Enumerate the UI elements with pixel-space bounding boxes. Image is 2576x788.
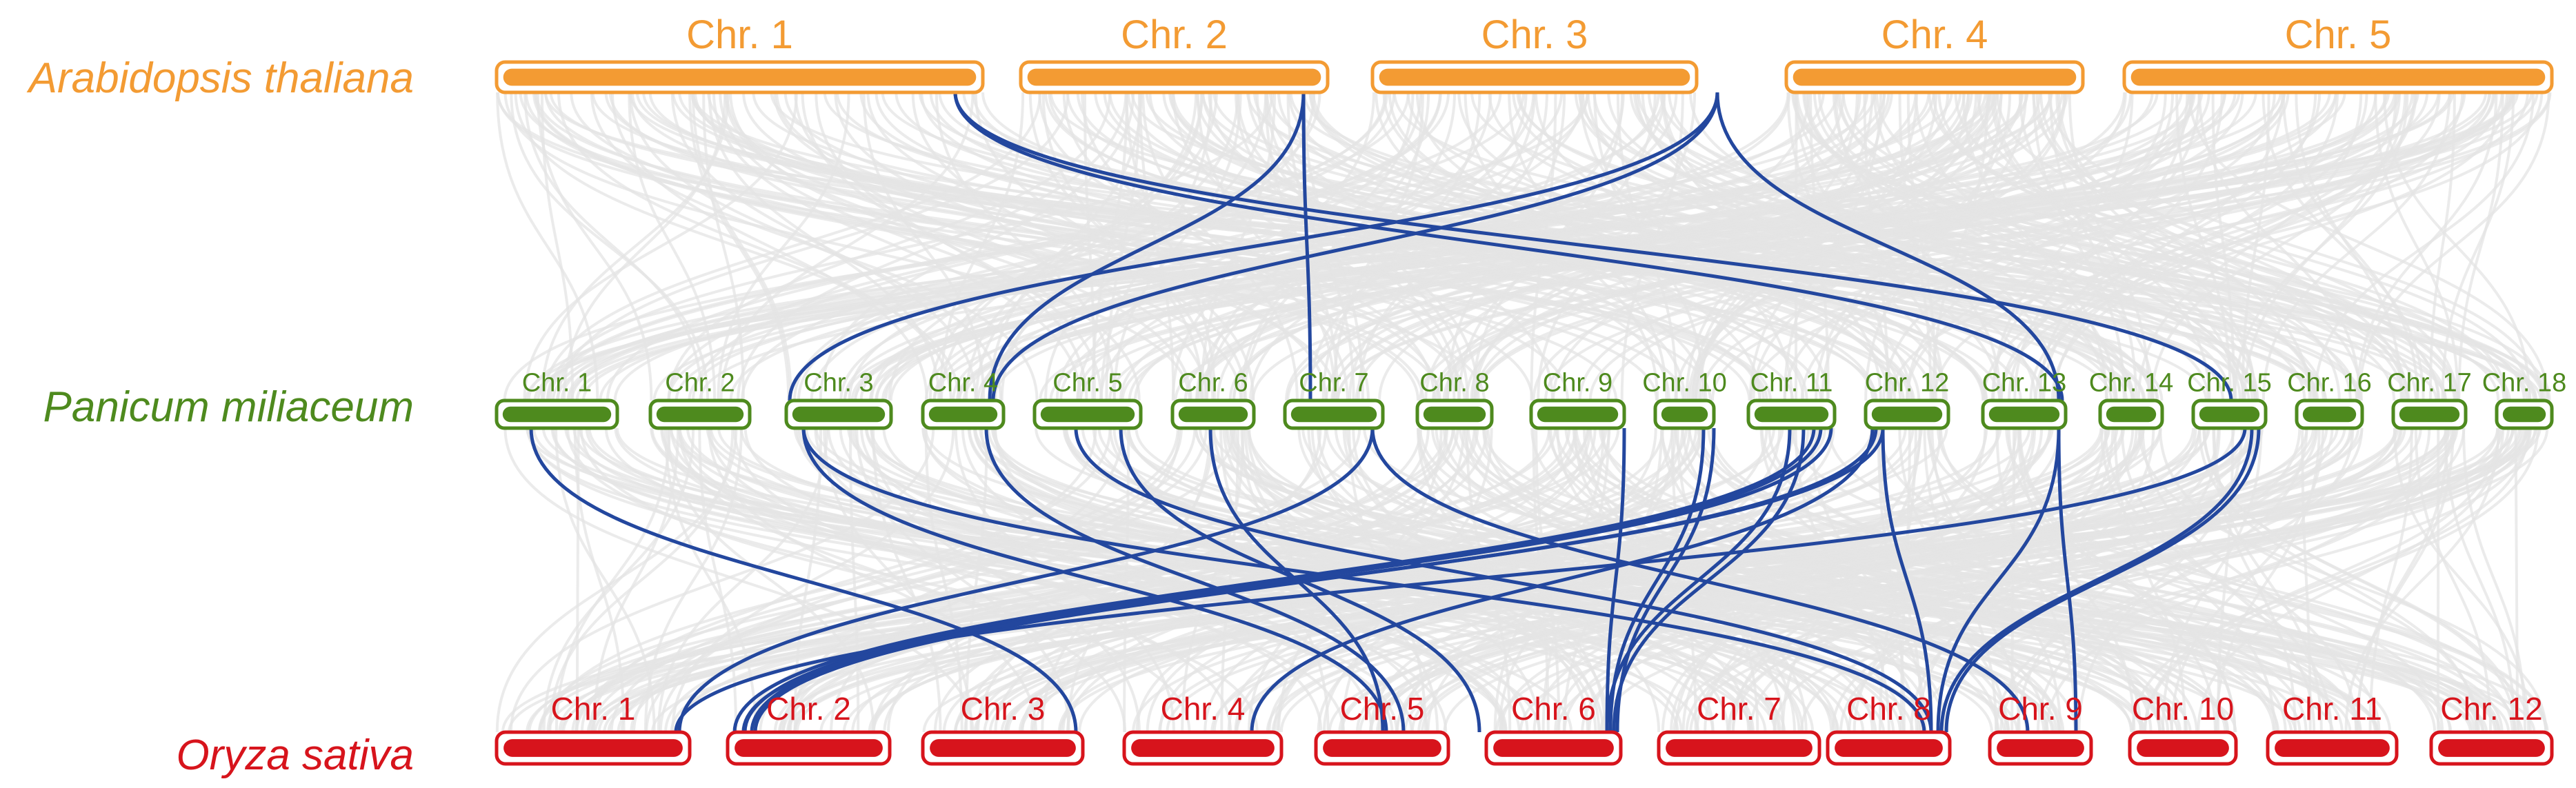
arabidopsis-chromosome-label-2: Chr. 2 [1121,12,1228,57]
arabidopsis-chromosome-label-1: Chr. 1 [686,12,793,57]
panicum-chromosome-label-3: Chr. 3 [803,369,873,398]
oryza-chromosome-label-10: Chr. 10 [2132,691,2234,727]
panicum-chromosome-label-13: Chr. 13 [1982,369,2067,398]
oryza-chromosome-label-12: Chr. 12 [2440,691,2542,727]
panicum-chromosome-label-6: Chr. 6 [1178,369,1248,398]
species-label-arabidopsis: Arabidopsis thaliana [0,54,414,103]
panicum-chromosome-bar-6 [1179,407,1248,422]
oryza-chromosome-label-3: Chr. 3 [961,691,1046,727]
species-label-oryza: Oryza sativa [0,731,414,780]
panicum-chromosome-bar-15 [2199,407,2259,422]
panicum-chromosome-label-12: Chr. 12 [1865,369,1950,398]
arabidopsis-chromosome-bar-1 [503,69,977,86]
panicum-chromosome-bar-2 [657,407,743,422]
panicum-chromosome-bar-1 [503,407,611,422]
oryza-chromosome-label-6: Chr. 6 [1511,691,1596,727]
panicum-chromosome-bar-7 [1291,407,1377,422]
panicum-chromosome-bar-5 [1041,407,1135,422]
panicum-chromosome-label-14: Chr. 14 [2089,369,2174,398]
panicum-chromosome-label-16: Chr. 16 [2287,369,2372,398]
bottom-chromosome-row: Chr. 1 Chr. 2 Chr. 3 Chr. 4 Chr. 5 Chr. 6 Chr.… [497,691,2552,764]
panicum-chromosome-bar-4 [929,407,997,422]
oryza-chromosome-bar-7 [1666,739,1813,757]
arabidopsis-chromosome-label-5: Chr. 5 [2285,12,2392,57]
arabidopsis-chromosome-label-3: Chr. 3 [1481,12,1588,57]
oryza-chromosome-label-9: Chr. 9 [1998,691,2083,727]
oryza-chromosome-bar-2 [735,739,883,757]
arabidopsis-chromosome-label-4: Chr. 4 [1881,12,1988,57]
oryza-chromosome-bar-9 [1997,739,2084,757]
species-label-panicum: Panicum miliaceum [0,383,414,432]
panicum-chromosome-label-8: Chr. 8 [1419,369,1489,398]
arabidopsis-chromosome-bar-2 [1028,69,1321,86]
panicum-chromosome-label-2: Chr. 2 [665,369,735,398]
panicum-chromosome-bar-9 [1537,407,1618,422]
panicum-chromosome-label-17: Chr. 17 [2387,369,2472,398]
oryza-chromosome-label-5: Chr. 5 [1340,691,1425,727]
panicum-chromosome-bar-8 [1424,407,1486,422]
oryza-chromosome-bar-5 [1323,739,1441,757]
panicum-chromosome-bar-14 [2106,407,2156,422]
background-link [1796,92,1797,401]
panicum-chromosome-label-18: Chr. 18 [2482,369,2567,398]
panicum-chromosome-bar-11 [1755,407,1828,422]
oryza-chromosome-bar-12 [2438,739,2545,757]
oryza-chromosome-label-2: Chr. 2 [766,691,851,727]
oryza-chromosome-bar-10 [2137,739,2229,757]
oryza-chromosome-label-8: Chr. 8 [1846,691,1931,727]
panicum-chromosome-bar-13 [1989,407,2059,422]
oryza-chromosome-bar-8 [1835,739,1943,757]
panicum-chromosome-label-1: Chr. 1 [522,369,592,398]
oryza-chromosome-bar-11 [2275,739,2390,757]
panicum-chromosome-bar-16 [2303,407,2356,422]
oryza-chromosome-label-7: Chr. 7 [1697,691,1781,727]
oryza-chromosome-bar-6 [1493,739,1614,757]
panicum-chromosome-label-15: Chr. 15 [2187,369,2272,398]
background-link [2516,428,2518,732]
panicum-chromosome-label-9: Chr. 9 [1543,369,1613,398]
arabidopsis-chromosome-bar-3 [1379,69,1690,86]
panicum-chromosome-label-7: Chr. 7 [1299,369,1368,398]
oryza-chromosome-label-1: Chr. 1 [551,691,636,727]
panicum-chromosome-label-4: Chr. 4 [928,369,998,398]
panicum-chromosome-label-5: Chr. 5 [1052,369,1122,398]
arabidopsis-chromosome-bar-4 [1793,69,2077,86]
panicum-chromosome-bar-10 [1661,407,1708,422]
oryza-chromosome-label-11: Chr. 11 [2282,691,2382,727]
panicum-chromosome-bar-18 [2503,407,2546,422]
arabidopsis-chromosome-bar-5 [2131,69,2546,86]
panicum-chromosome-label-11: Chr. 11 [1750,369,1833,398]
panicum-chromosome-bar-3 [792,407,885,422]
oryza-chromosome-bar-4 [1131,739,1275,757]
panicum-chromosome-label-10: Chr. 10 [1642,369,1727,398]
top-chromosome-row: Chr. 1 Chr. 2 Chr. 3 Chr. 4 Chr. 5 [497,12,2552,92]
oryza-chromosome-bar-1 [503,739,683,757]
panicum-chromosome-bar-12 [1872,407,1942,422]
oryza-chromosome-bar-3 [930,739,1076,757]
panicum-chromosome-bar-17 [2399,407,2459,422]
oryza-chromosome-label-4: Chr. 4 [1161,691,1246,727]
